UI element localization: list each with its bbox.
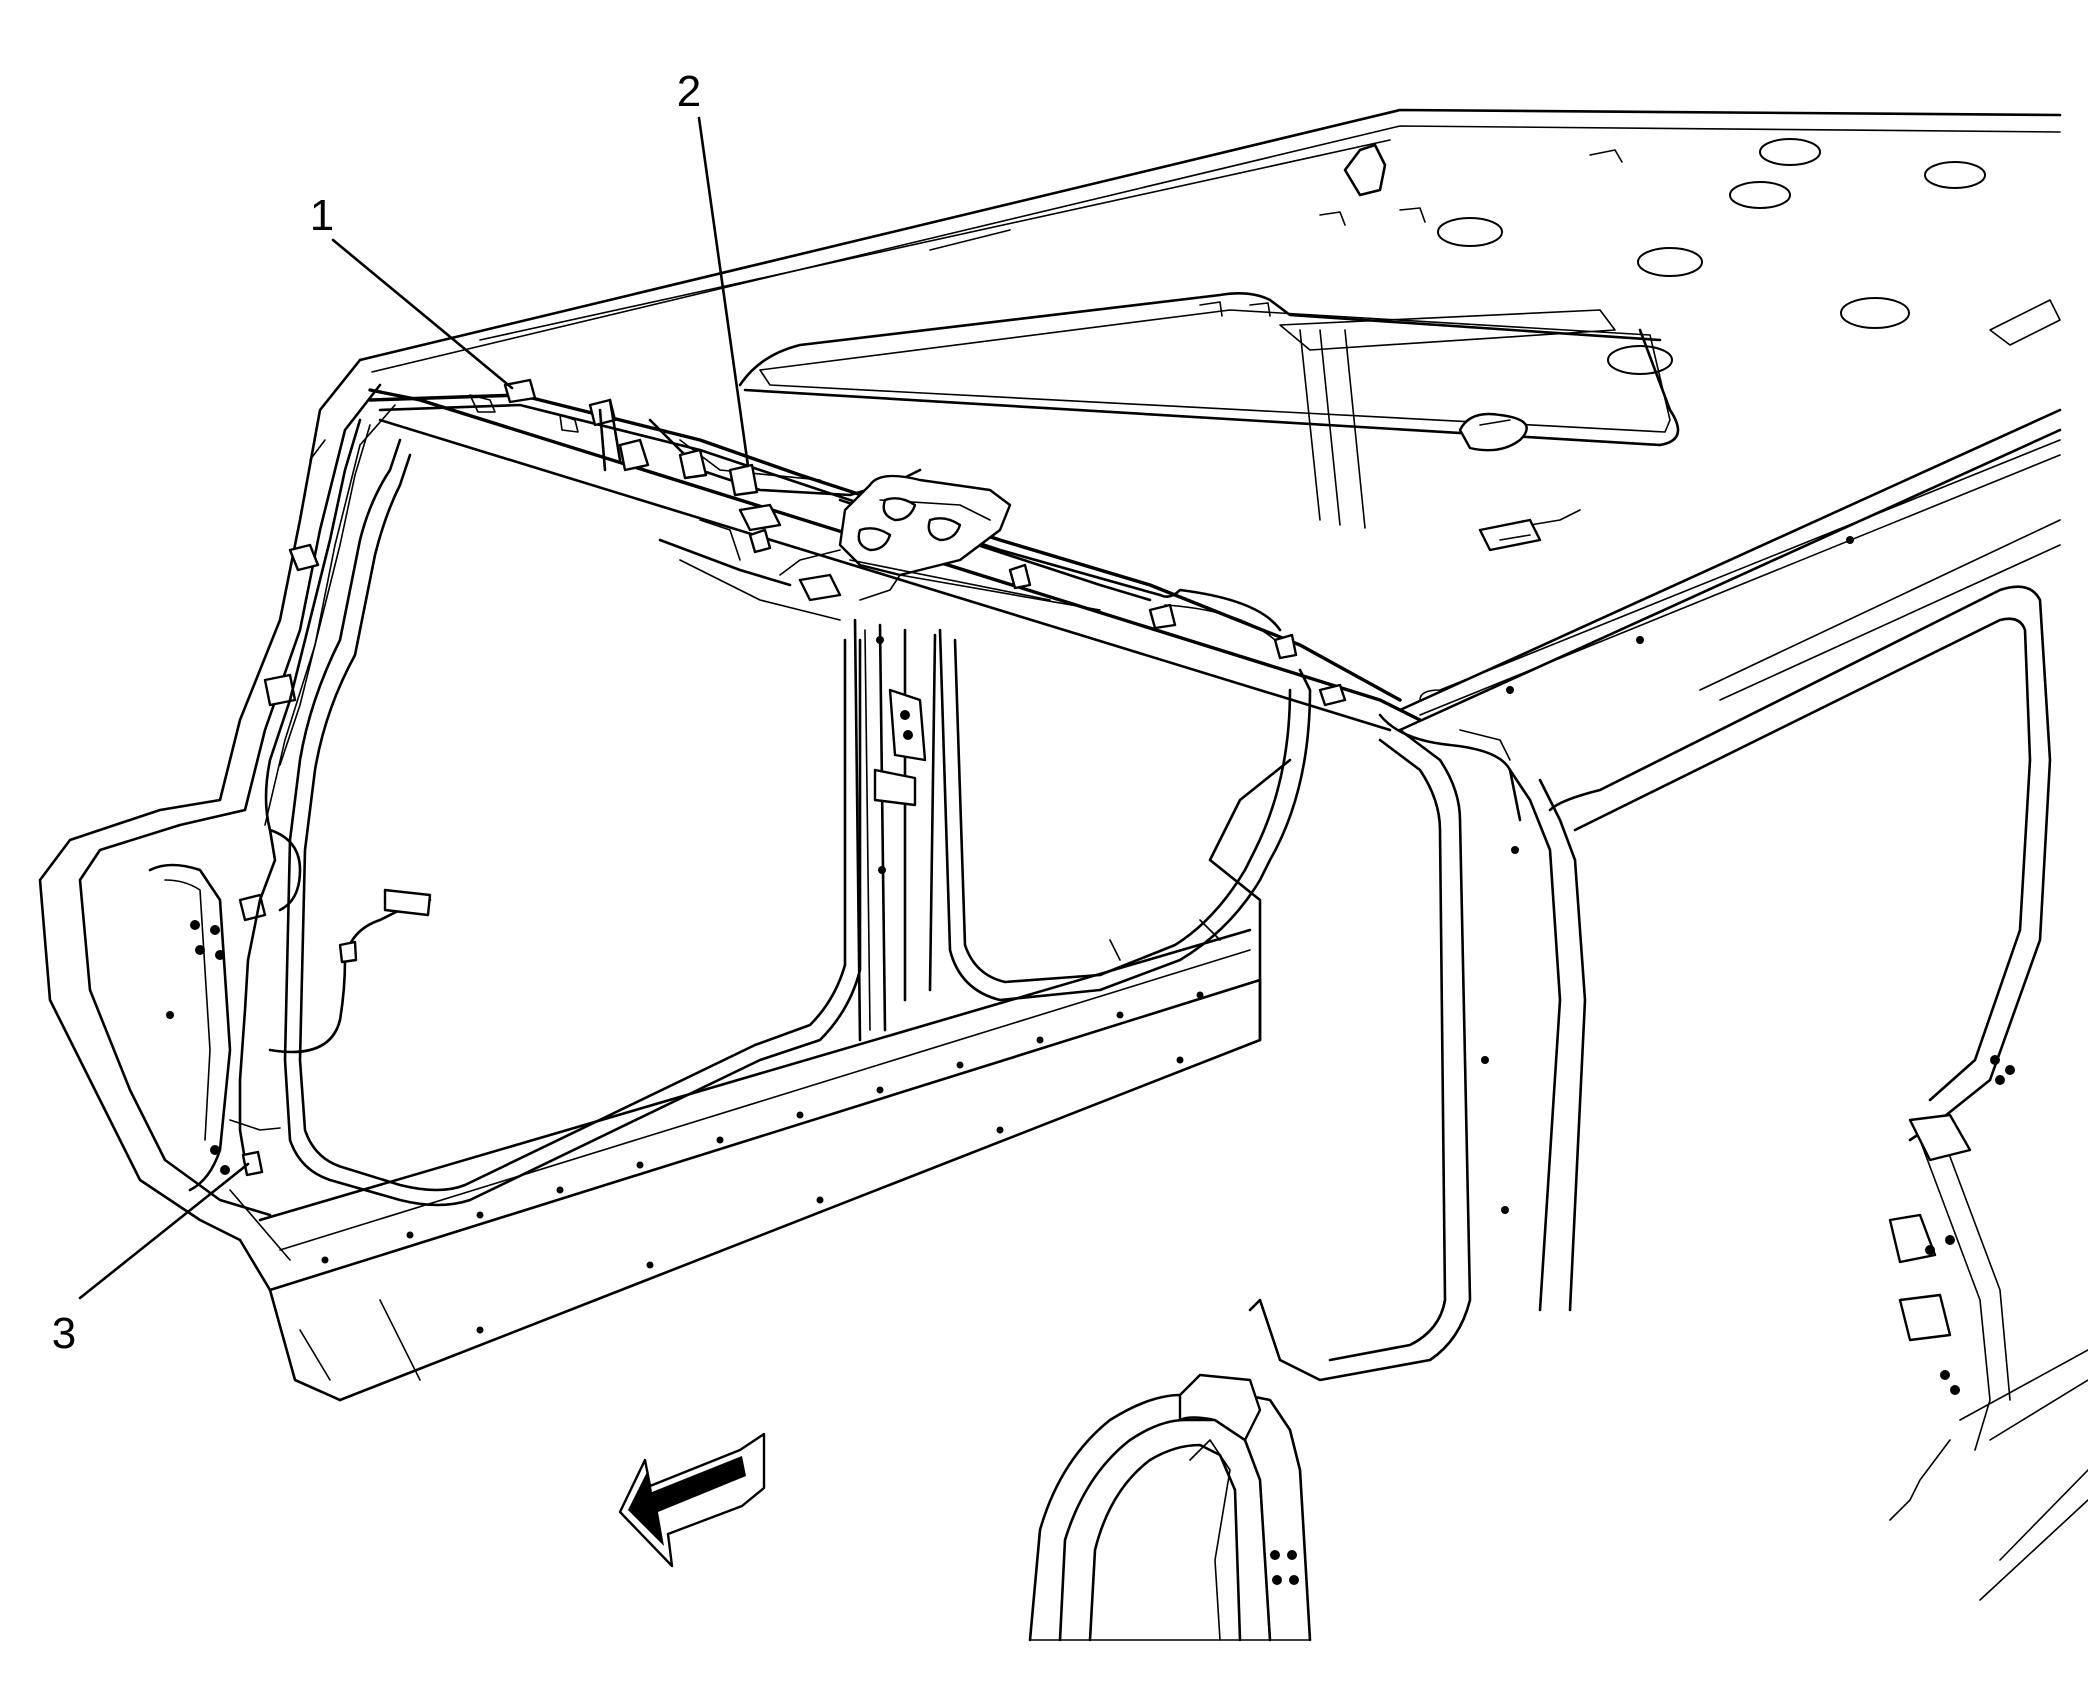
leader-lines: [78, 116, 750, 1300]
callout-label-3: 3: [52, 1309, 76, 1358]
c-pillar: [1248, 728, 1587, 1382]
roof-panel: [358, 108, 2062, 375]
left-a-pillar: [38, 358, 396, 1261]
a-pillar-harness: [229, 418, 432, 1177]
leader-line-3: [78, 1162, 250, 1300]
leader-line-2: [697, 116, 750, 468]
leader-line-1: [331, 238, 514, 390]
b-pillar: [853, 618, 937, 1042]
overhead-console: [658, 474, 1101, 621]
callout-label-2: 2: [677, 67, 701, 116]
rear-wheel-house: [1028, 1373, 1312, 1642]
rocker-sill: [238, 928, 1262, 1402]
right-roof-rail: [1378, 408, 2062, 822]
front-door-opening: [283, 438, 862, 1207]
forward-arrow-icon: [618, 1432, 766, 1568]
rear-side-opening: [1548, 585, 2088, 1601]
rear-door-opening: [938, 628, 1312, 1042]
callout-label-1: 1: [310, 191, 334, 240]
